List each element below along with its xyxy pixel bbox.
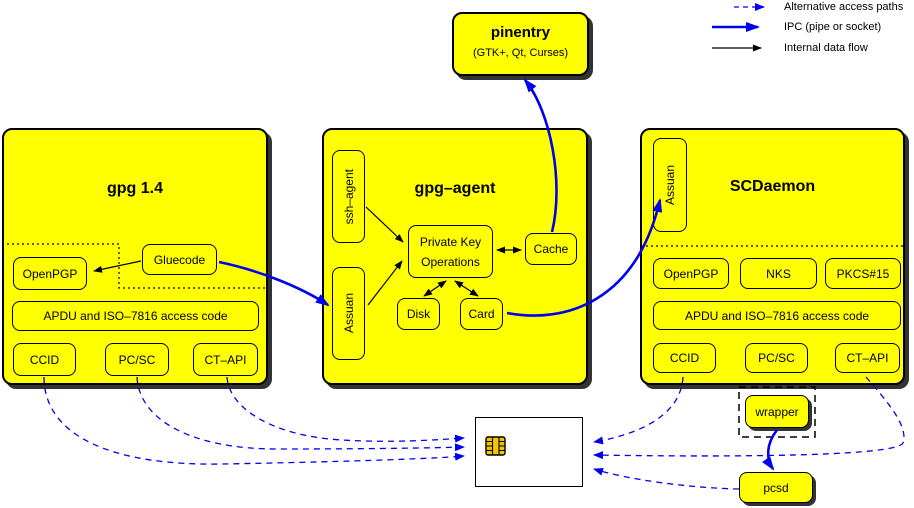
scdaemon-apdu-label: APDU and ISO–7816 access code <box>684 308 870 323</box>
wrapper-box: wrapper <box>745 395 809 428</box>
wrapper-label: wrapper <box>755 404 799 419</box>
scdaemon-pcsc-box: PC/SC <box>745 343 808 373</box>
pinentry-title: pinentry <box>490 24 551 41</box>
scdaemon-ctapi-box: CT–API <box>835 343 900 373</box>
gpgagent-disk-box: Disk <box>397 298 440 330</box>
alt-path-gpg14-ccid-to-card <box>43 376 465 465</box>
legend-ipc-label: IPC (pipe or socket) <box>784 21 882 33</box>
scdaemon-pkcs15-label: PKCS#15 <box>836 266 890 281</box>
gpg14-openpgp-label: OpenPGP <box>22 266 78 281</box>
gpg14-title: gpg 1.4 <box>106 180 163 197</box>
gpgagent-private-key-operations-box: Private Key Operations <box>408 225 493 278</box>
gpgagent-card-label: Card <box>468 307 495 321</box>
gpgagent-disk-label: Disk <box>406 307 431 321</box>
scdaemon-assuan-label: Assuan <box>663 164 677 206</box>
pcsd-label: pcsd <box>763 480 789 495</box>
alt-path-gpg14-pcsc-to-card <box>136 376 465 452</box>
scdaemon-apdu-box: APDU and ISO–7816 access code <box>653 301 901 330</box>
smartcard-box <box>475 417 583 487</box>
gpg14-ctapi-box: CT–API <box>193 343 258 376</box>
gpg14-gluecode-box: Gluecode <box>142 244 217 275</box>
scdaemon-pkcs15-box: PKCS#15 <box>825 258 901 289</box>
gpgagent-card-box: Card <box>460 298 503 330</box>
gpgagent-private-key-label-line2: Operations <box>421 254 480 269</box>
scdaemon-nks-box: NKS <box>740 258 817 289</box>
pcsd-box: pcsd <box>739 472 813 503</box>
gpg14-ccid-label: CCID <box>29 352 60 367</box>
scdaemon-ccid-box: CCID <box>653 343 716 373</box>
scdaemon-ccid-label: CCID <box>669 351 700 365</box>
scdaemon-openpgp-box: OpenPGP <box>653 258 729 289</box>
scdaemon-nks-label: NKS <box>766 266 791 281</box>
gpg14-pcsc-label: PC/SC <box>118 352 156 367</box>
gpgagent-sshagent-box: ssh–agent <box>332 150 365 243</box>
scdaemon-assuan-box: Assuan <box>653 138 687 232</box>
gpgagent-assuan-box: Assuan <box>332 267 365 360</box>
alt-path-scdaemon-ccid-to-card <box>593 376 684 445</box>
scdaemon-title: SCDaemon <box>729 178 816 195</box>
legend-alternative-access-label: Alternative access paths <box>784 1 904 13</box>
gpgagent-sshagent-label: ssh–agent <box>341 168 356 225</box>
gpg14-ccid-box: CCID <box>13 343 76 376</box>
alt-path-pcsd-to-card <box>593 467 740 490</box>
gpg14-apdu-label: APDU and ISO–7816 access code <box>43 309 228 323</box>
gpg14-ctapi-label: CT–API <box>204 352 247 367</box>
scdaemon-ctapi-label: CT–API <box>846 351 889 365</box>
gpg14-openpgp-box: OpenPGP <box>13 257 87 290</box>
gpgagent-cache-box: Cache <box>525 233 577 265</box>
gpgagent-private-key-label-line1: Private Key <box>419 234 482 249</box>
gpgagent-title: gpg–agent <box>414 180 496 197</box>
scdaemon-pcsc-label: PC/SC <box>758 351 795 365</box>
gpg14-apdu-box: APDU and ISO–7816 access code <box>12 301 259 331</box>
pinentry-subtitle: (GTK+, Qt, Curses) <box>472 47 569 59</box>
gpg14-gluecode-label: Gluecode <box>153 252 206 267</box>
scdaemon-openpgp-label: OpenPGP <box>663 266 719 281</box>
legend-internal-flow-label: Internal data flow <box>784 42 868 54</box>
alt-path-gpg14-ctapi-to-card <box>226 376 465 443</box>
gpg14-pcsc-box: PC/SC <box>105 343 169 376</box>
pinentry-box: pinentry (GTK+, Qt, Curses) <box>452 12 589 76</box>
gpgagent-cache-label: Cache <box>533 242 569 256</box>
ipc-arrow-wrapper-to-pcsd <box>762 429 779 471</box>
gpgagent-assuan-label: Assuan <box>341 293 356 334</box>
